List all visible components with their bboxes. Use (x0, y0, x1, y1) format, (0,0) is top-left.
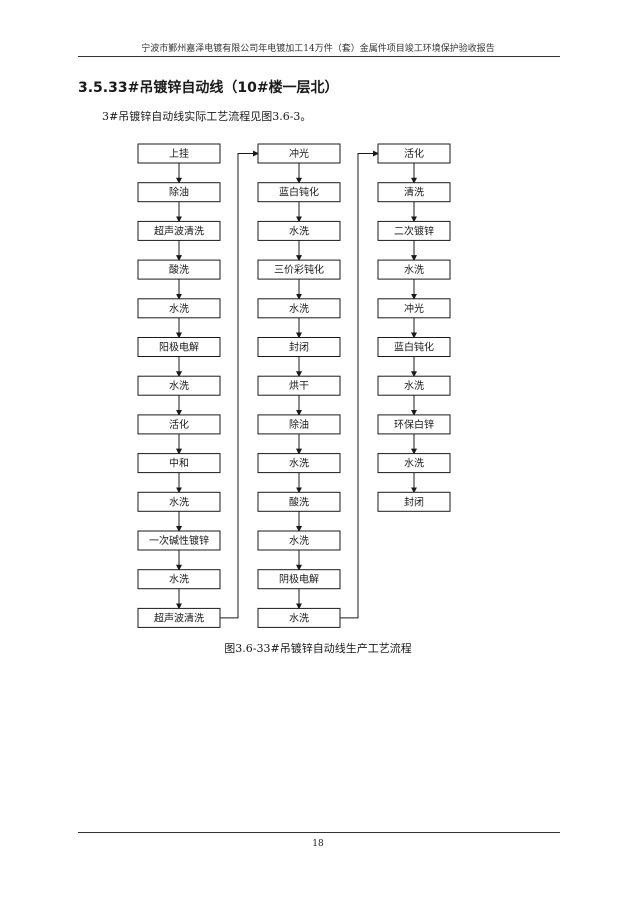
process-step-box (257, 220, 341, 241)
process-flow-diagram: 上挂除油超声波清洗酸洗水洗阳极电解水洗活化中和水洗一次碱性镀锌水洗超声波清洗冲光… (137, 143, 451, 628)
process-step-label: 水洗 (289, 458, 309, 470)
process-step-box (377, 337, 451, 357)
section-title: 3.5.33#吊镀锌自动线（10#楼一层北） (78, 80, 339, 96)
process-step-box (137, 414, 221, 435)
process-step-label: 中和 (169, 457, 189, 470)
footer-rule (78, 832, 560, 833)
process-step-box (257, 453, 341, 474)
process-step-box (137, 143, 221, 164)
process-step-box (257, 259, 341, 280)
process-step-label: 除油 (169, 186, 189, 199)
process-step-label: 水洗 (169, 380, 189, 392)
process-step-box (257, 182, 341, 203)
process-step-label: 封闭 (404, 495, 424, 508)
process-step-label: 清洗 (404, 186, 424, 199)
process-step-label: 一次碱性镀锌 (149, 534, 209, 547)
process-step-box (137, 569, 221, 590)
process-step-label: 水洗 (169, 574, 189, 586)
process-step-label: 水洗 (404, 264, 424, 276)
process-step-label: 阳极电解 (159, 341, 199, 354)
process-step-label: 蓝白钝化 (279, 186, 319, 199)
process-step-box (377, 143, 451, 164)
process-step-box (377, 375, 451, 396)
process-step-box (257, 337, 341, 357)
process-step-box (257, 491, 341, 512)
process-step-box (377, 220, 451, 241)
process-step-box (377, 414, 451, 435)
process-step-label: 冲光 (289, 147, 309, 160)
process-step-box (257, 414, 341, 435)
process-step-label: 水洗 (169, 303, 189, 315)
process-step-box (377, 491, 451, 512)
process-step-box (137, 491, 221, 512)
process-step-label: 水洗 (289, 225, 309, 237)
process-step-label: 水洗 (169, 496, 189, 508)
document-header: 宁波市鄞州嘉泽电镀有限公司年电镀加工14万件（套）金属件项目竣工环境保护验收报告 (141, 44, 495, 54)
process-step-box (137, 453, 221, 474)
process-step-box (257, 569, 341, 590)
process-step-box (377, 453, 451, 474)
process-step-label: 活化 (169, 418, 189, 431)
process-step-label: 阴极电解 (279, 573, 319, 586)
process-step-label: 烘干 (289, 380, 309, 392)
process-step-box (257, 607, 341, 628)
process-step-box (137, 530, 221, 551)
process-step-label: 二次镀锌 (394, 224, 434, 237)
header-rule (78, 56, 560, 57)
process-step-box (137, 220, 221, 241)
process-step-label: 超声波清洗 (154, 224, 204, 237)
process-step-box (377, 182, 451, 203)
column-connector-arrow (220, 150, 259, 619)
process-step-label: 水洗 (404, 458, 424, 470)
process-step-box (377, 259, 451, 280)
figure-caption: 图3.6-33#吊镀锌自动线生产工艺流程 (224, 642, 412, 655)
process-step-label: 环保白锌 (394, 418, 434, 431)
process-step-label: 酸洗 (289, 495, 309, 508)
process-step-box (257, 298, 341, 319)
section-intro: 3#吊镀锌自动线实际工艺流程见图3.6-3。 (102, 110, 312, 123)
process-step-label: 超声波清洗 (154, 611, 204, 624)
process-step-box (377, 298, 451, 319)
process-step-box (137, 607, 221, 628)
process-step-box (137, 375, 221, 396)
process-step-label: 蓝白钝化 (394, 341, 434, 354)
process-step-label: 水洗 (289, 303, 309, 315)
process-step-box (257, 143, 341, 164)
process-step-label: 除油 (289, 418, 309, 431)
process-step-box (257, 375, 341, 396)
process-step-label: 三价彩钝化 (274, 263, 324, 276)
column-connector-arrow (340, 150, 379, 619)
process-step-box (137, 298, 221, 319)
process-step-label: 水洗 (404, 380, 424, 392)
process-step-label: 上挂 (169, 147, 189, 160)
process-step-label: 冲光 (404, 302, 424, 315)
process-step-label: 水洗 (289, 535, 309, 547)
process-step-box (137, 337, 221, 357)
process-step-label: 活化 (404, 147, 424, 160)
process-step-box (137, 259, 221, 280)
process-step-label: 水洗 (289, 612, 309, 624)
process-step-label: 封闭 (289, 341, 309, 354)
process-step-box (137, 182, 221, 203)
process-step-box (257, 530, 341, 551)
process-step-label: 酸洗 (169, 263, 189, 276)
page-number: 18 (312, 839, 324, 849)
